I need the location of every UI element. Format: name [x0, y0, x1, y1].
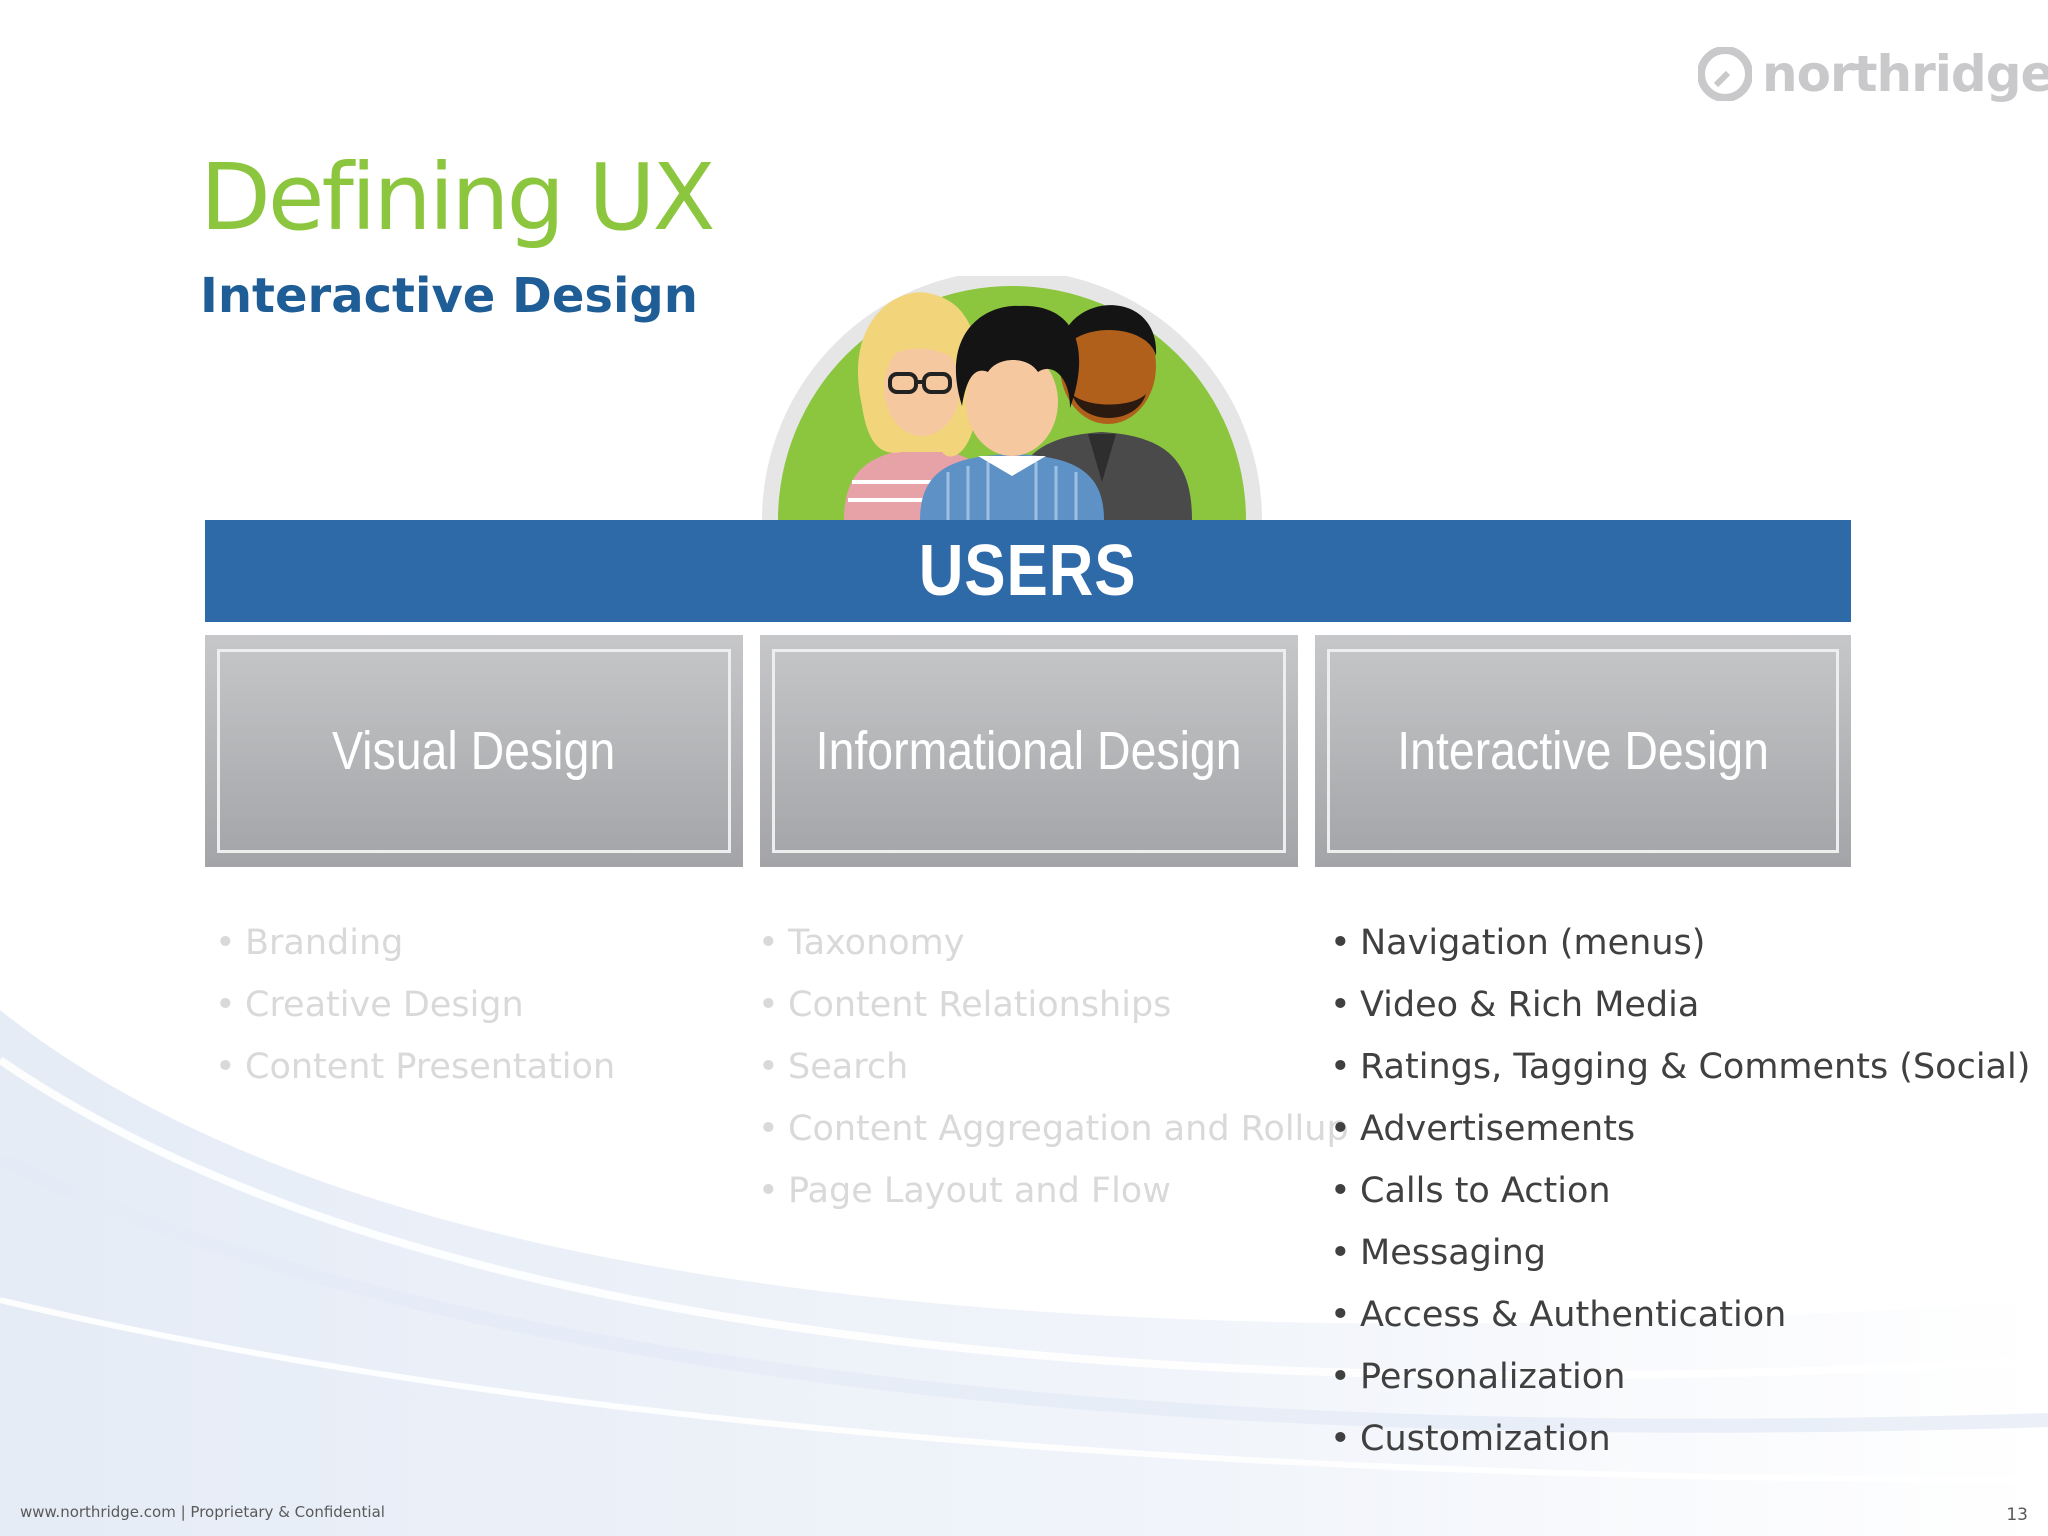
list-item: Creative Design [215, 974, 615, 1036]
users-label: USERS [919, 531, 1137, 611]
card-border: Interactive Design [1327, 649, 1839, 853]
slide-title: Defining UX [200, 144, 716, 251]
list-item: Access & Authentication [1330, 1284, 2030, 1346]
list-item: Calls to Action [1330, 1160, 2030, 1222]
informational-design-list: Taxonomy Content Relationships Search Co… [758, 912, 1349, 1222]
list-item: Navigation (menus) [1330, 912, 2030, 974]
list-item: Video & Rich Media [1330, 974, 2030, 1036]
northridge-logo: northridge [1698, 42, 2048, 106]
interactive-design-list: Navigation (menus) Video & Rich Media Ra… [1330, 912, 2030, 1470]
list-item: Branding [215, 912, 615, 974]
list-item: Search [758, 1036, 1349, 1098]
list-item: Content Presentation [215, 1036, 615, 1098]
list-item: Customization [1330, 1408, 2030, 1470]
logo-text: northridge [1762, 45, 2048, 103]
page-number: 13 [2006, 1505, 2028, 1525]
card-border: Visual Design [217, 649, 731, 853]
list-item: Personalization [1330, 1346, 2030, 1408]
card-informational-design: Informational Design [760, 635, 1298, 867]
card-heading: Visual Design [332, 721, 616, 781]
card-heading: Interactive Design [1397, 721, 1769, 781]
list-item: Content Aggregation and Rollup [758, 1098, 1349, 1160]
visual-design-list: Branding Creative Design Content Present… [215, 912, 615, 1098]
card-visual-design: Visual Design [205, 635, 743, 867]
list-item: Taxonomy [758, 912, 1349, 974]
footer-text: www.northridge.com | Proprietary & Confi… [20, 1503, 385, 1521]
northridge-logo-icon [1698, 47, 1752, 101]
users-illustration [762, 276, 1262, 520]
card-interactive-design: Interactive Design [1315, 635, 1851, 867]
list-item: Advertisements [1330, 1098, 2030, 1160]
users-bar: USERS [205, 520, 1851, 622]
card-border: Informational Design [772, 649, 1286, 853]
list-item: Ratings, Tagging & Comments (Social) [1330, 1036, 2030, 1098]
card-heading: Informational Design [816, 721, 1242, 781]
list-item: Messaging [1330, 1222, 2030, 1284]
list-item: Content Relationships [758, 974, 1349, 1036]
slide-subtitle: Interactive Design [200, 268, 698, 324]
list-item: Page Layout and Flow [758, 1160, 1349, 1222]
